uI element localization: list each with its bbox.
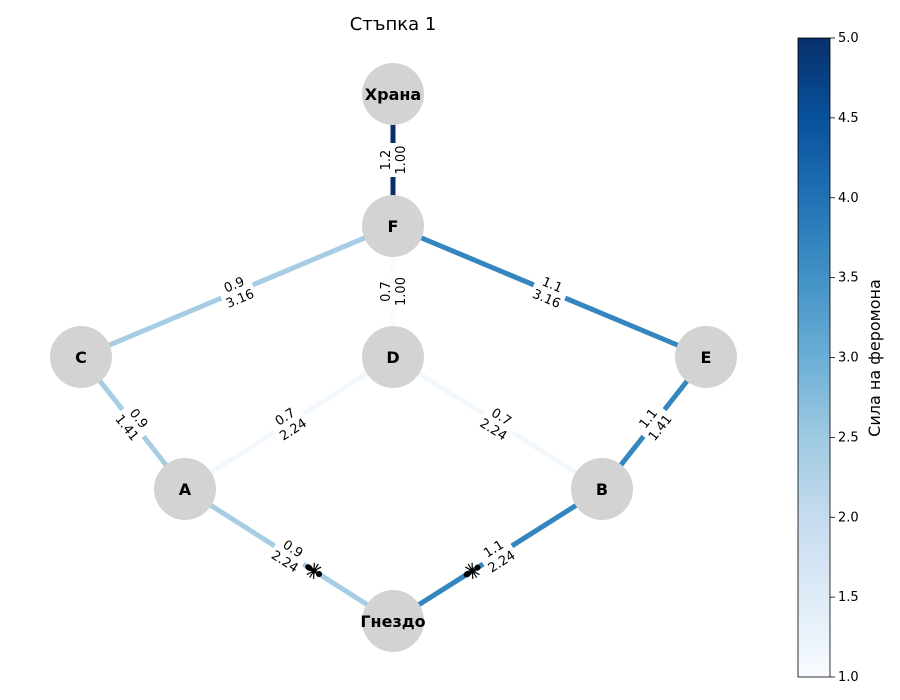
edge-label-E-B: 1.11.41 xyxy=(631,400,677,446)
ant-icon xyxy=(305,562,323,579)
node-circle xyxy=(50,326,112,388)
ant-leg xyxy=(471,570,478,578)
node-label: E xyxy=(701,348,712,367)
ant-leg xyxy=(465,566,473,572)
edge-distance-value: 1.00 xyxy=(394,277,409,306)
edge-label-background xyxy=(110,400,156,446)
ant-leg xyxy=(467,563,473,572)
colorbar-tick-label: 2.5 xyxy=(838,430,859,445)
node-circle xyxy=(154,458,216,520)
node-label: Храна xyxy=(365,85,421,104)
ant-leg xyxy=(306,570,315,576)
edge-label-A-nest: 0.92.24 xyxy=(266,532,312,578)
node-label: D xyxy=(386,348,399,367)
edge-label-background xyxy=(376,274,410,309)
edge-pheromone-value: 0.9 xyxy=(222,275,247,297)
colorbar-ticks: 1.0 1.5 2.0 2.5 3.0 3.5 4.0 4.5 5.0 xyxy=(830,31,859,685)
edge-label-D-B: 0.72.24 xyxy=(475,400,520,446)
edge-label-C-F: 0.93.16 xyxy=(215,270,259,313)
edge-label-background xyxy=(266,532,312,578)
node-E: E xyxy=(675,326,737,388)
colorbar-tick-label: 4.5 xyxy=(838,111,859,126)
ant-leg xyxy=(309,570,315,578)
ants-layer xyxy=(305,562,481,579)
edge-label-background xyxy=(376,143,410,177)
node-A: A xyxy=(154,458,216,520)
ant-leg xyxy=(472,570,480,576)
node-circle xyxy=(362,63,424,125)
edge-label-background xyxy=(475,532,520,578)
node-B: B xyxy=(571,458,633,520)
colorbar-tick-label: 1.5 xyxy=(838,590,859,605)
ant-body-segment xyxy=(463,570,472,578)
colorbar: 1.0 1.5 2.0 2.5 3.0 3.5 4.0 4.5 5.0 Сила на феро… xyxy=(797,31,884,685)
edge-label-background xyxy=(631,400,677,446)
edge-label-background xyxy=(528,270,571,313)
colorbar-tick-label: 3.5 xyxy=(838,271,859,286)
edge-label-background xyxy=(215,270,259,313)
colorbar-tick-label: 3.0 xyxy=(838,351,859,366)
edge-pheromone-value: 1.2 xyxy=(379,150,394,171)
ant-leg xyxy=(313,566,322,572)
edge-label-background xyxy=(475,400,520,446)
edge-distance-value: 1.00 xyxy=(394,146,409,175)
ant-leg xyxy=(471,570,474,579)
node-circle xyxy=(362,590,424,652)
figure-title: Стъпка 1 xyxy=(350,14,437,35)
ant-leg xyxy=(471,562,474,571)
node-circle xyxy=(571,458,633,520)
node-circle xyxy=(675,326,737,388)
edge-label-A-D: 0.72.24 xyxy=(266,400,312,446)
ant-leg xyxy=(312,570,315,579)
ant-body-segment xyxy=(316,571,323,578)
edge-label-F-E: 1.13.16 xyxy=(528,270,571,313)
edge-label-background xyxy=(266,400,312,446)
colorbar-label: Сила на феромона xyxy=(865,279,884,437)
edge-label-nest-B: 1.12.24 xyxy=(475,532,520,578)
node-circle xyxy=(362,326,424,388)
ant-leg xyxy=(313,563,319,572)
edge-label-C-A: 0.91.41 xyxy=(110,400,156,446)
node-label: A xyxy=(179,480,192,499)
edge-pheromone-value: 1.1 xyxy=(540,275,565,297)
ant-icon xyxy=(463,562,481,579)
colorbar-tick-label: 2.0 xyxy=(838,510,859,525)
colorbar-tick-label: 5.0 xyxy=(838,31,859,46)
colorbar-tick-label: 4.0 xyxy=(838,191,859,206)
ant-body-segment xyxy=(474,564,481,571)
node-label: F xyxy=(388,217,399,236)
node-F: F xyxy=(362,195,424,257)
node-label: B xyxy=(596,480,608,499)
node-D: D xyxy=(362,326,424,388)
node-circle xyxy=(362,195,424,257)
node-label: Гнездо xyxy=(360,612,425,631)
colorbar-tick-label: 1.0 xyxy=(838,670,859,685)
ant-body-segment xyxy=(305,564,313,571)
edge-pheromone-value: 0.7 xyxy=(379,281,394,302)
node-C: C xyxy=(50,326,112,388)
node-food: Храна xyxy=(362,63,424,125)
node-nest: Гнездо xyxy=(360,590,426,652)
ant-leg xyxy=(313,562,315,571)
node-label: C xyxy=(75,348,87,367)
colorbar-gradient xyxy=(797,37,831,678)
